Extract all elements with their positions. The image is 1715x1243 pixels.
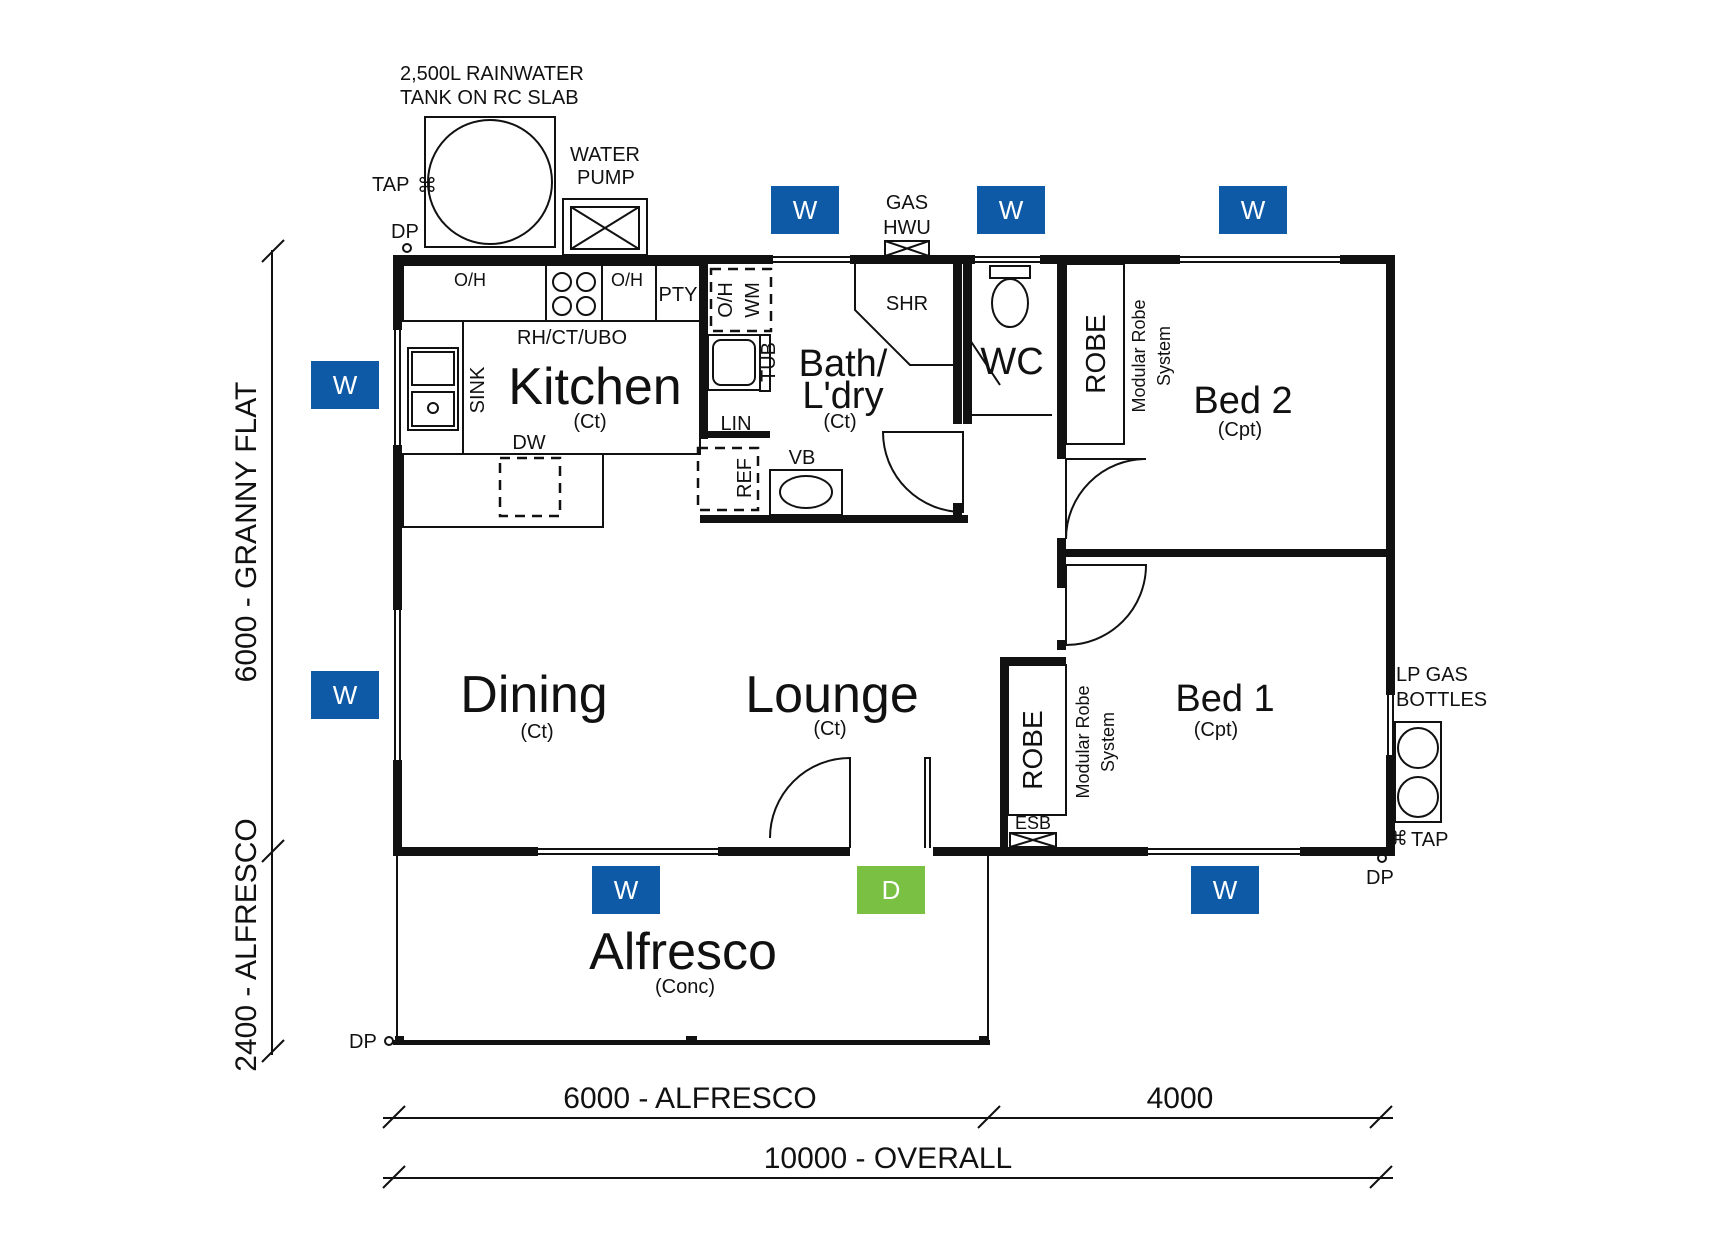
lin-label: LIN [720, 413, 751, 435]
pty-label: PTY [659, 284, 698, 306]
lounge-finish: (Ct) [813, 718, 846, 740]
tub-label: TUB [758, 342, 780, 382]
tank-label-1: 2,500L RAINWATER [400, 63, 584, 85]
svg-text:D: D [882, 875, 901, 905]
dw-label: DW [512, 432, 545, 454]
ref-label: REF [734, 458, 756, 498]
walls [393, 255, 1395, 856]
lp-gas-label-1: LP GAS [1396, 664, 1468, 686]
dimension-labels: 6000 - GRANNY FLAT 2400 - ALFRESCO 6000 … [230, 382, 1213, 1175]
shr-label: SHR [886, 293, 928, 315]
oh-wm-label: O/H [715, 282, 737, 318]
window-openings [394, 256, 1394, 855]
robe-label-bed2: ROBE [1080, 314, 1111, 393]
dim-granny-flat: 6000 - GRANNY FLAT [230, 382, 263, 683]
bed1-finish: (Cpt) [1194, 719, 1238, 741]
alfresco-outline [393, 856, 990, 1045]
window-marker: W [1219, 186, 1287, 234]
dp-label-bottom: DP [349, 1031, 377, 1053]
wm-label: WM [742, 282, 764, 318]
oh-label-right: O/H [611, 270, 643, 290]
svg-text:W: W [1213, 875, 1238, 905]
robe-label-bed1: ROBE [1017, 710, 1048, 789]
svg-text:W: W [614, 875, 639, 905]
gas-label-2: HWU [883, 217, 931, 239]
lounge-label: Lounge [745, 666, 919, 724]
window-marker: W [311, 361, 379, 409]
sink-label: SINK [467, 366, 489, 413]
window-marker: W [311, 671, 379, 719]
vb-label: VB [789, 447, 816, 469]
kitchen-fixtures [402, 264, 701, 528]
esb-label: ESB [1015, 813, 1051, 833]
oh-label-left: O/H [454, 270, 486, 290]
kitchen-label: Kitchen [508, 358, 681, 416]
modular-robe-bed2-1: Modular Robe [1129, 299, 1149, 412]
svg-text:W: W [333, 680, 358, 710]
dp-label-right: DP [1366, 867, 1394, 889]
svg-text:W: W [333, 370, 358, 400]
services [384, 116, 1442, 1046]
opening-markers: W W W W W W D W [311, 186, 1287, 914]
dim-overall: 10000 - OVERALL [764, 1142, 1012, 1175]
svg-text:W: W [999, 195, 1024, 225]
modular-robe-bed1-1: Modular Robe [1073, 685, 1093, 798]
modular-robe-bed1-2: System [1098, 712, 1118, 772]
bath-label-2: L'dry [802, 375, 883, 417]
dim-alfresco-depth: 2400 - ALFRESCO [230, 818, 263, 1071]
bed2-label: Bed 2 [1193, 380, 1292, 422]
rh-ct-ubo-label: RH/CT/UBO [517, 327, 627, 349]
window-marker: W [592, 866, 660, 914]
dining-finish: (Ct) [520, 721, 553, 743]
bath-finish: (Ct) [823, 411, 856, 433]
bath-fixtures [696, 264, 953, 516]
tap-label-lp: TAP [1411, 829, 1448, 851]
tap-icon-tank: ⌘ [417, 175, 437, 197]
tank-label-2: TANK ON RC SLAB [400, 87, 579, 109]
tap-label-tank: TAP [372, 174, 409, 196]
gas-label-1: GAS [886, 192, 928, 214]
door-marker: D [857, 866, 925, 914]
bed2-finish: (Cpt) [1218, 419, 1262, 441]
alfresco-label: Alfresco [589, 923, 777, 981]
wc-label: WC [980, 341, 1043, 383]
robe-boxes [1007, 263, 1125, 816]
fixture-labels: O/H O/H PTY RH/CT/UBO SINK DW O/H WM TUB… [454, 270, 1174, 833]
alfresco-finish: (Conc) [655, 976, 715, 998]
window-marker: W [771, 186, 839, 234]
water-pump-label-2: PUMP [577, 167, 635, 189]
dimension-lines [261, 239, 1393, 1189]
svg-text:W: W [793, 195, 818, 225]
lp-gas-label-2: BOTTLES [1396, 689, 1487, 711]
modular-robe-bed2-2: System [1154, 326, 1174, 386]
window-marker: W [977, 186, 1045, 234]
tap-icon-lp: ⌘ [1388, 828, 1408, 850]
kitchen-finish: (Ct) [573, 411, 606, 433]
bath-label-1: Bath/ [799, 343, 888, 385]
svg-text:W: W [1241, 195, 1266, 225]
site-labels: 2,500L RAINWATER TANK ON RC SLAB WATER P… [349, 63, 1487, 1053]
room-labels: Kitchen (Ct) Bath/ L'dry (Ct) WC Bed 2 (… [460, 341, 1292, 998]
dp-label-top: DP [391, 221, 419, 243]
dim-alfresco-width: 6000 - ALFRESCO [563, 1082, 816, 1115]
wc-fixtures [989, 265, 1031, 328]
water-pump-label-1: WATER [570, 144, 640, 166]
dim-right-width: 4000 [1147, 1082, 1214, 1115]
dining-label: Dining [460, 666, 607, 724]
window-marker: W [1191, 866, 1259, 914]
doors [769, 339, 1148, 848]
bed1-label: Bed 1 [1175, 678, 1274, 720]
